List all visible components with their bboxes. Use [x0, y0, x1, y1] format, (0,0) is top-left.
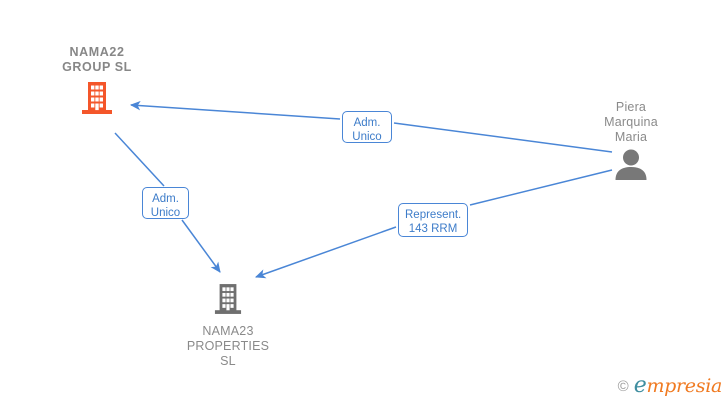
watermark-brand-initial: e [633, 373, 647, 398]
node-nama22-group-sl[interactable]: NAMA22 GROUP SL [27, 45, 167, 120]
edge-piera-nama23 [255, 169, 613, 279]
node-nama23-properties-sl[interactable]: NAMA23 PROPERTIES SL [163, 283, 293, 369]
node-label-nama23: NAMA23 PROPERTIES SL [186, 324, 270, 368]
watermark-brand: empresia [633, 373, 723, 398]
watermark-empresia: © empresia [617, 373, 723, 398]
person-icon [571, 145, 691, 185]
edge-label-adm-unico-nama22-nama23[interactable]: Adm. Unico [142, 187, 189, 219]
edge-nama22-nama23 [114, 132, 221, 273]
watermark-brand-rest: mpresia [646, 375, 722, 397]
node-label-nama22: NAMA22 GROUP SL [62, 45, 132, 74]
edge-label-represent-143-rrm[interactable]: Represent. 143 RRM [398, 203, 468, 237]
building-icon [163, 283, 293, 320]
node-label-piera: Piera Marquina Maria [604, 100, 658, 144]
node-piera-marquina-maria[interactable]: Piera Marquina Maria [571, 100, 691, 185]
edge-piera-nama22 [129, 100, 613, 153]
edge-label-adm-unico-piera-nama22[interactable]: Adm. Unico [342, 111, 392, 143]
copyright-icon: © [617, 377, 629, 395]
building-icon [27, 75, 167, 120]
